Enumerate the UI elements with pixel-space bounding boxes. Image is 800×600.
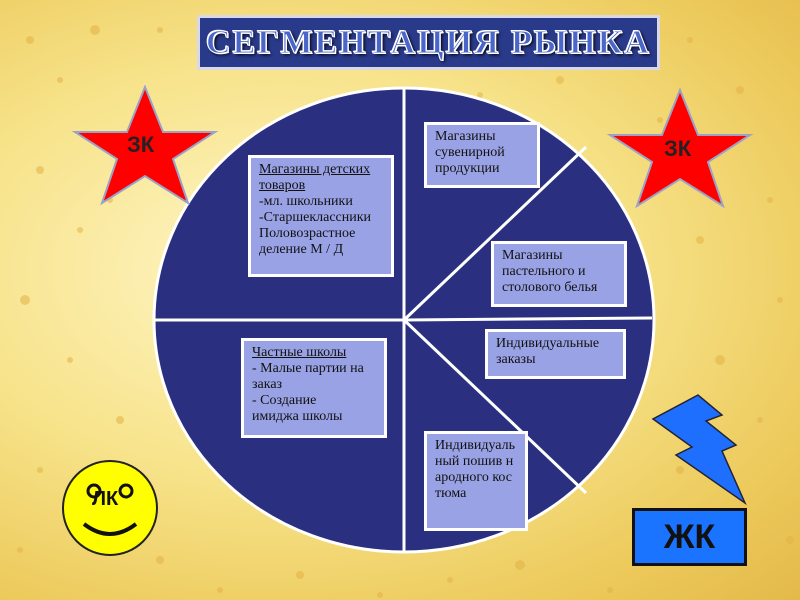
segment-private-schools-line: - Создание <box>252 393 317 408</box>
star-right-label: ЗК <box>664 136 692 161</box>
segment-souvenir-stores: Магазины сувенирной продукции <box>424 122 540 188</box>
title-banner: СЕГМЕНТАЦИЯ РЫНКА <box>197 15 660 70</box>
segment-childrens-line: Половозрастное <box>259 226 356 241</box>
segment-childrens-line: -мл. школьники <box>259 194 353 209</box>
star-icon <box>71 85 219 205</box>
pie-divider-lower-right <box>402 318 588 495</box>
segment-childrens-heading: Магазины детских товаров <box>259 162 371 193</box>
segment-private-schools-line: имиджа школы <box>252 409 343 424</box>
pie-divider-right <box>403 316 653 322</box>
segment-childrens-stores: Магазины детских товаров -мл. школьники … <box>248 155 394 277</box>
pie-divider-upper-right <box>402 145 588 322</box>
segment-souvenir-text: Магазины сувенирной продукции <box>435 129 505 176</box>
segment-individual-orders: Индивидуальные заказы <box>485 329 626 379</box>
star-icon <box>606 88 754 208</box>
lightning-bolt-icon <box>651 394 747 506</box>
segment-childrens-line: -Старшеклассники <box>259 210 372 225</box>
segment-private-schools: Частные школы - Малые партии на заказ - … <box>241 338 387 438</box>
segment-private-schools-line: - Малые партии на <box>252 361 364 376</box>
segment-folk-costume: Индивидуальный пошив народного костюма <box>424 431 528 531</box>
zk-box: ЖК <box>632 508 747 566</box>
segment-linen-text: Магазины пастельного и столового белья <box>502 248 598 295</box>
segment-linen-stores: Магазины пастельного и столового белья <box>491 241 627 307</box>
smiley-label: ЛК <box>92 488 119 510</box>
page-title: СЕГМЕНТАЦИЯ РЫНКА <box>206 23 651 61</box>
smiley-icon <box>62 460 158 556</box>
segment-individual-orders-text: Индивидуальные заказы <box>496 336 600 367</box>
segment-private-schools-heading: Частные школы <box>252 345 347 360</box>
segment-childrens-line: деление М / Д <box>259 242 344 257</box>
star-left-label: ЗК <box>127 132 155 157</box>
segment-private-schools-line: заказ <box>252 377 283 392</box>
segment-folk-costume-text: Индивидуальный пошив народного костюма <box>435 438 515 501</box>
